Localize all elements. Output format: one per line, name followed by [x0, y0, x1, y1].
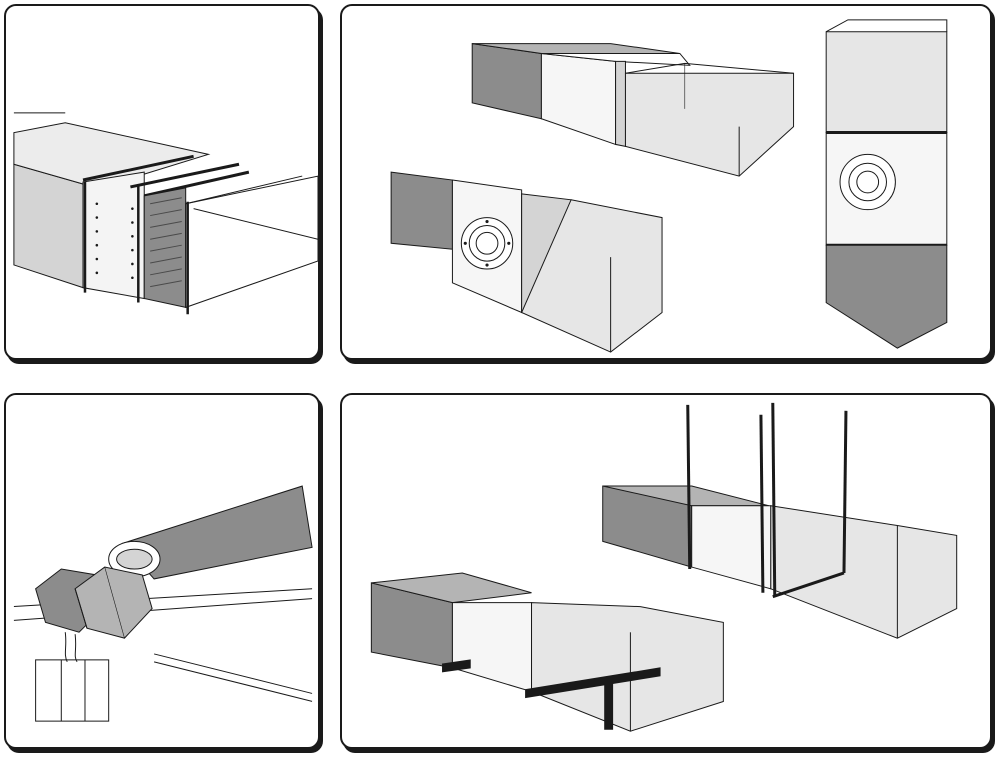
floor-line-3 [154, 654, 312, 693]
hex-nut-front-edge [75, 589, 87, 628]
right-duct-side-edge [194, 209, 318, 240]
floor-line-4 [154, 662, 312, 701]
right-duct-top-edge [186, 176, 303, 204]
gasket-strip [144, 188, 185, 307]
riser-bottom-dark-section [826, 245, 947, 348]
rivet-dots [95, 202, 134, 280]
upper-wireframe-duct [771, 506, 957, 638]
hanger-rod-3 [773, 403, 775, 597]
panel-duct-sleeve-connections [340, 4, 992, 360]
top-sleeve-top [541, 53, 689, 65]
flange-top-rail-2 [130, 164, 239, 187]
riser-top-wireframe [826, 32, 947, 133]
oval-duct-liner [117, 549, 153, 569]
mid-duct-dark-section [391, 172, 452, 249]
round-connector-illustration [6, 395, 318, 747]
hanger-crossbar [773, 573, 844, 597]
lower-duct-dark-top [371, 573, 531, 603]
right-duct-front-face [186, 176, 318, 307]
upper-sleeve [692, 506, 771, 589]
threaded-stud [65, 632, 77, 662]
panel-duct-flange-joint [4, 4, 320, 360]
hanger-rod-1 [688, 405, 690, 569]
panel-duct-hanger-supports [340, 393, 992, 749]
panel-round-connector-and-fasteners [4, 393, 320, 749]
top-wireframe-top-edge [625, 63, 793, 73]
top-wireframe-duct-front [625, 73, 793, 176]
floor-bracket-1 [526, 668, 660, 698]
top-sleeve-collar [616, 61, 626, 146]
hanger-rod-2 [761, 415, 763, 593]
lower-wireframe-duct [532, 603, 724, 732]
riser-round-port-inner [857, 171, 879, 193]
duct-sleeve-connections-illustration [342, 6, 990, 358]
support-post [36, 660, 109, 721]
mid-round-port-inner [476, 232, 498, 254]
gasket-hatching [150, 198, 182, 287]
left-duct-front-face [14, 164, 83, 287]
mid-port-bolts [463, 219, 511, 267]
floor-bracket-2 [443, 660, 471, 672]
duct-hanger-supports-illustration [342, 395, 990, 747]
top-duct-dark-section [472, 44, 541, 119]
flange-top-rail-3 [144, 172, 249, 196]
lower-sleeve [452, 603, 531, 692]
flange-frame [83, 172, 144, 298]
top-sleeve-front [541, 53, 615, 144]
mid-wireframe-duct [522, 200, 662, 352]
duct-flange-joint-illustration [6, 6, 318, 358]
hanger-rod-4 [844, 411, 846, 573]
hex-nut-facet [105, 567, 125, 638]
floor-bracket-leg [605, 684, 613, 729]
flange-top-rail [83, 156, 194, 180]
riser-top-rim [826, 20, 947, 32]
